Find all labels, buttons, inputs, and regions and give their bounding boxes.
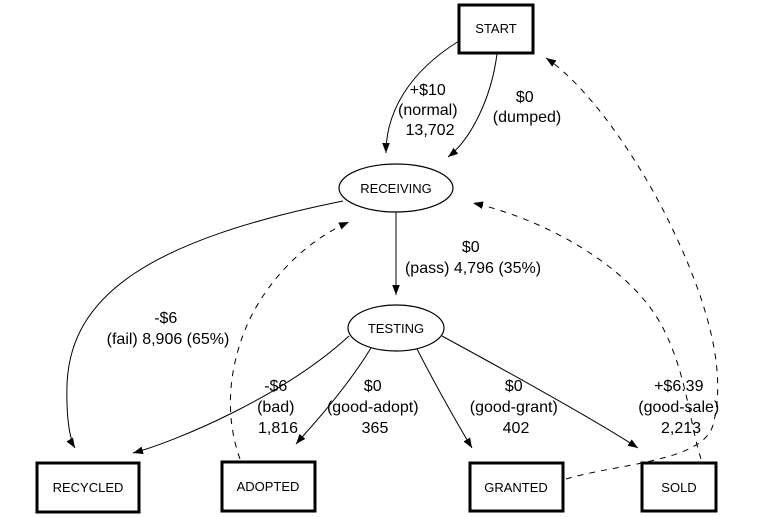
- edge-labels-layer: +$10 (normal) 13,702 $0 (dumped) $0 (pas…: [107, 82, 723, 437]
- edge-label-dumped: $0 (dumped): [493, 89, 561, 126]
- node-granted-shape: [468, 461, 565, 513]
- node-sold: SOLD: [640, 461, 718, 513]
- edge-granted-start-return: [545, 57, 719, 480]
- nodes-layer: START RECEIVING TESTING RECYCLED ADOPTED…: [35, 3, 718, 514]
- edge-label-good-adopt: $0 (good-adopt) 365: [327, 378, 423, 437]
- edge-label-normal: +$10 (normal) 13,702: [398, 82, 462, 139]
- edge-testing-recycled-bad: [132, 335, 350, 454]
- edges-layer: [66, 40, 719, 480]
- edge-adopted-receiving-return: [229, 221, 350, 460]
- edge-label-bad: -$6 (bad) 1,816: [257, 378, 299, 437]
- edge-receiving-recycled-fail: [66, 200, 344, 449]
- node-testing: TESTING: [347, 304, 445, 352]
- node-recycled-label: RECYCLED: [53, 480, 124, 495]
- edge-label-pass: $0 (pass) 4,796 (35%): [405, 239, 541, 277]
- node-receiving-shape: [338, 163, 454, 213]
- node-start: START: [457, 3, 535, 55]
- node-receiving: RECEIVING: [338, 163, 454, 213]
- node-recycled-shape: [35, 461, 141, 514]
- edge-label-good-grant: $0 (good-grant) 402: [470, 378, 563, 437]
- edge-label-good-sale: +$6.39 (good-sale) 2,213: [638, 378, 723, 437]
- edge-testing-sold: [441, 335, 639, 449]
- node-sold-shape: [640, 461, 718, 513]
- node-start-label: START: [475, 21, 516, 36]
- edge-start-receiving-normal: [382, 40, 460, 154]
- edge-testing-granted: [416, 348, 473, 449]
- node-granted: GRANTED: [468, 461, 565, 513]
- node-testing-shape: [347, 304, 445, 352]
- node-testing-label: TESTING: [368, 321, 424, 336]
- node-adopted: ADOPTED: [220, 460, 317, 513]
- node-adopted-label: ADOPTED: [237, 479, 300, 494]
- node-adopted-shape: [220, 460, 317, 513]
- node-recycled: RECYCLED: [35, 461, 141, 514]
- node-granted-label: GRANTED: [484, 480, 548, 495]
- edge-testing-adopted: [295, 347, 372, 445]
- edge-start-receiving-dumped: [447, 53, 498, 158]
- node-receiving-label: RECEIVING: [360, 181, 432, 196]
- edge-label-fail: -$6 (fail) 8,906 (65%): [107, 310, 230, 348]
- node-start-shape: [457, 3, 535, 55]
- node-sold-label: SOLD: [661, 480, 696, 495]
